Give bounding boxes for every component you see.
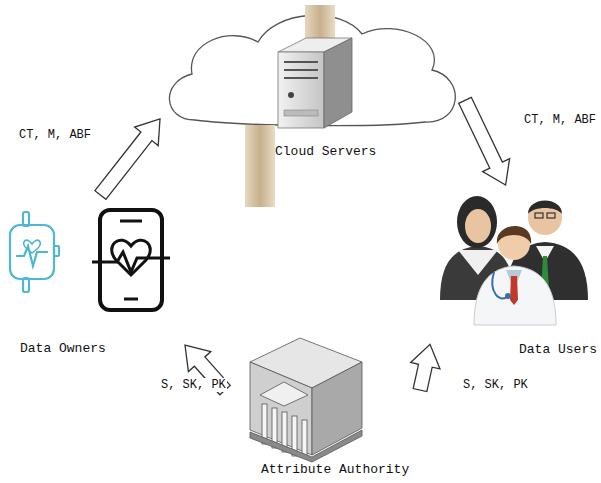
server-icon xyxy=(278,38,352,128)
edge-label: CT, M, ABF xyxy=(523,113,597,127)
edge-label: S, SK, PK xyxy=(160,378,227,392)
node-label: Cloud Servers xyxy=(275,145,376,160)
watch-icon xyxy=(10,212,59,292)
building-icon xyxy=(250,338,362,462)
block-arrow xyxy=(95,119,160,199)
node-box: Cloud Servers xyxy=(160,0,465,170)
phone-icon xyxy=(92,210,170,310)
tan-bar xyxy=(245,125,275,207)
node-box: Data Owners xyxy=(5,195,185,360)
node-box: Data Users xyxy=(430,185,598,360)
people-icon xyxy=(440,196,588,325)
node-label: Attribute Authority xyxy=(261,463,409,478)
block-arrow xyxy=(411,344,440,391)
edge-label: CT, M, ABF xyxy=(18,128,92,142)
node-label: Data Owners xyxy=(20,342,106,357)
node-label: Data Users xyxy=(519,343,597,358)
edge-label: S, SK, PK xyxy=(462,378,529,392)
block-arrow xyxy=(459,97,510,185)
node-box: Attribute Authority xyxy=(225,325,420,480)
